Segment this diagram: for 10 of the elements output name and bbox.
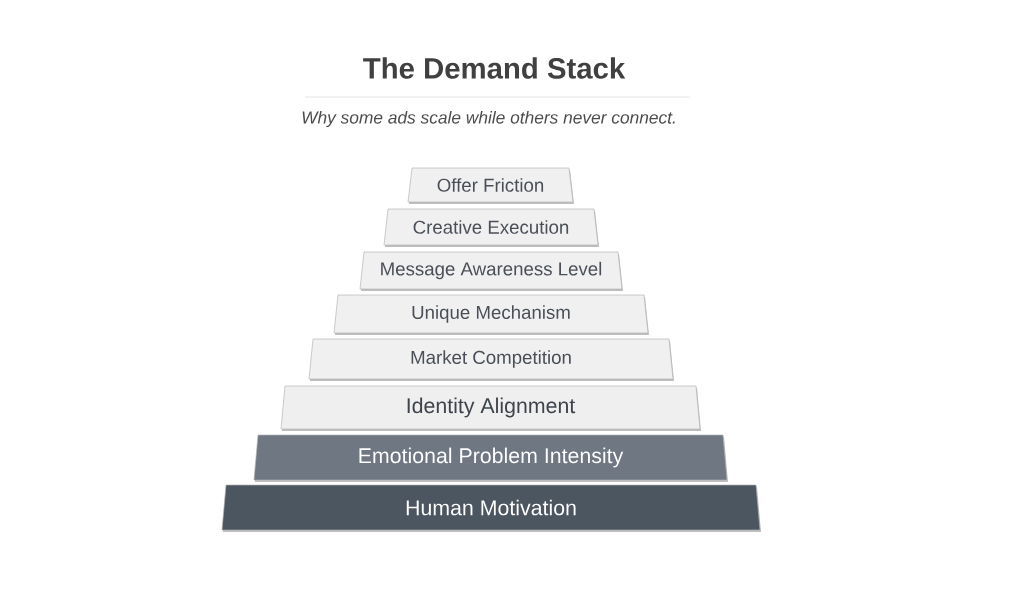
stack-layer: Market Competition (308, 338, 674, 381)
stack-layer: Unique Mechanism (333, 294, 649, 335)
subtitle: Why some ads scale while others never connect. (302, 110, 675, 128)
stack-layer: Creative Execution (383, 208, 599, 247)
stack-layer: Identity Alignment (280, 385, 701, 431)
stack-layer: Human Motivation (221, 484, 761, 532)
stack-layer: Offer Friction (407, 167, 574, 204)
title: The Demand Stack (363, 57, 626, 79)
stack-layer: Emotional Problem Intensity (253, 434, 728, 482)
stack-layer: Message Awareness Level (359, 251, 623, 291)
